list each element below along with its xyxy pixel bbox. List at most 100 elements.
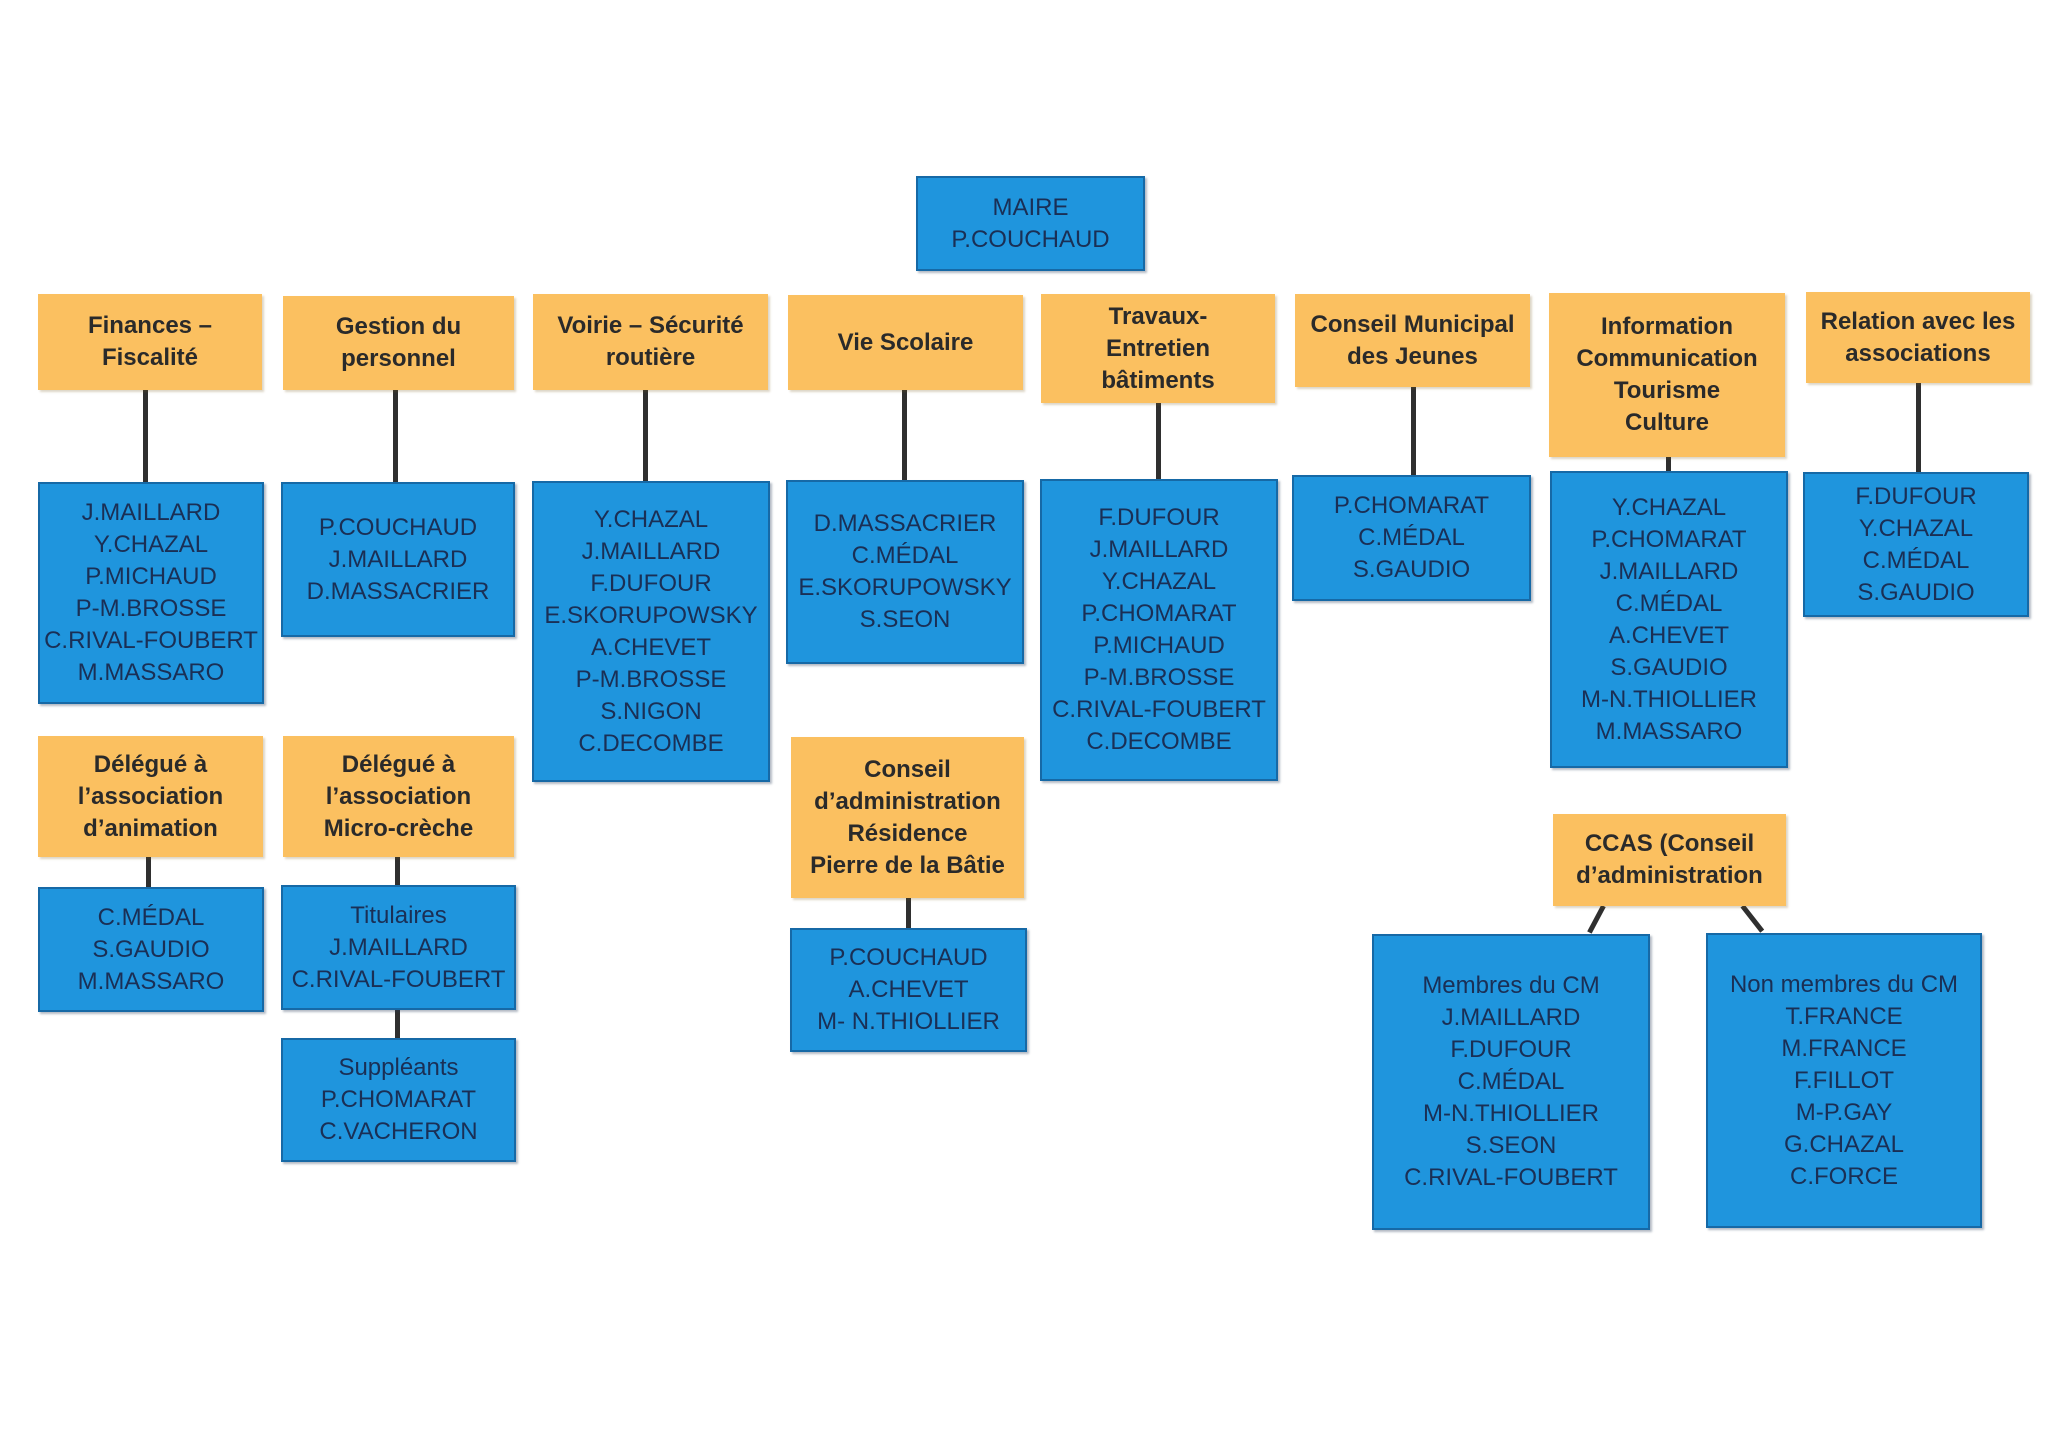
member-name: F.DUFOUR <box>1450 1036 1572 1063</box>
member-name: E.SKORUPOWSKY <box>544 601 758 629</box>
animation-members-box: C.MÉDAL S.GAUDIO M.MASSARO <box>38 887 264 1012</box>
connector-creche-suppleants <box>395 1010 400 1038</box>
travaux-title-line: Travaux- <box>1108 302 1208 330</box>
residence-title-line: Conseil <box>864 755 951 783</box>
connector-residence <box>906 898 911 928</box>
member-name: S.SEON <box>859 606 951 633</box>
member-name: C.FORCE <box>1790 1162 1898 1190</box>
member-name: P.CHOMARAT <box>1591 525 1747 553</box>
member-name: C.DECOMBE <box>578 729 724 757</box>
jeunes-title-line: Conseil Municipal <box>1310 310 1515 338</box>
member-name: S.SEON <box>1465 1132 1557 1159</box>
creche-title-line: l’association <box>325 782 472 810</box>
scolaire-title-box: Vie Scolaire <box>788 295 1023 390</box>
member-name: A.CHEVET <box>1608 621 1730 649</box>
connector-finances <box>143 390 148 482</box>
member-name: F.DUFOUR <box>1098 504 1220 531</box>
finances-title-line: Finances – <box>87 312 213 339</box>
associations-title-line: associations <box>1845 339 1991 367</box>
animation-title-line: l’association <box>77 782 224 810</box>
member-name: S.GAUDIO <box>1610 653 1728 681</box>
member-name: S.GAUDIO <box>1857 578 1975 606</box>
member-name: J.MAILLARD <box>1441 1004 1581 1031</box>
member-name: Y.CHAZAL <box>1101 568 1217 595</box>
voirie-members-box: Y.CHAZAL J.MAILLARD F.DUFOUR E.SKORUPOWS… <box>532 481 770 782</box>
member-name: A.CHEVET <box>848 976 969 1003</box>
maire-title: MAIRE <box>992 193 1069 221</box>
member-name: M-N.THIOLLIER <box>1580 685 1757 713</box>
personnel-title-line: personnel <box>341 345 456 372</box>
member-name: P.CHOMARAT <box>320 1086 477 1113</box>
member-name: M-N.THIOLLIER <box>1422 1100 1599 1127</box>
voirie-title-line: routière <box>605 344 696 371</box>
member-name: P-M.BROSSE <box>1083 664 1235 691</box>
member-name: P.CHOMARAT <box>1081 600 1237 627</box>
connector-animation <box>146 857 151 887</box>
member-name: D.MASSACRIER <box>813 510 997 537</box>
member-name: C.RIVAL-FOUBERT <box>44 627 258 654</box>
member-name: J.MAILLARD <box>1599 557 1739 585</box>
creche-title-line: Délégué à <box>341 750 456 778</box>
information-title-line: Communication <box>1576 345 1758 372</box>
jeunes-title-box: Conseil Municipal des Jeunes <box>1295 294 1530 387</box>
member-name: P-M.BROSSE <box>575 665 727 693</box>
ccas-non-membres-cm-box: Non membres du CM T.FRANCE M.FRANCE F.FI… <box>1706 933 1982 1228</box>
travaux-title-line: bâtiments <box>1101 366 1215 394</box>
information-title-line: Culture <box>1625 409 1709 436</box>
member-name: P.COUCHAUD <box>318 513 478 541</box>
ccas-title-line: d’administration <box>1576 862 1763 889</box>
connector-information <box>1666 457 1671 471</box>
connector-scolaire <box>902 390 907 480</box>
maire-name: P.COUCHAUD <box>951 225 1110 253</box>
information-title-line: Information <box>1601 313 1733 340</box>
member-name: D.MASSACRIER <box>306 577 490 605</box>
member-name: M.MASSARO <box>77 659 225 686</box>
scolaire-members-box: D.MASSACRIER C.MÉDAL E.SKORUPOWSKY S.SEO… <box>786 480 1024 664</box>
travaux-title-box: Travaux- Entretien bâtiments <box>1041 294 1275 403</box>
member-name: F.DUFOUR <box>1855 482 1977 510</box>
member-name: S.GAUDIO <box>1352 556 1471 583</box>
member-name: C.MÉDAL <box>1862 546 1970 574</box>
residence-members-box: P.COUCHAUD A.CHEVET M- N.THIOLLIER <box>790 928 1027 1052</box>
information-members-box: Y.CHAZAL P.CHOMARAT J.MAILLARD C.MÉDAL A… <box>1550 471 1788 768</box>
associations-title-line: Relation avec les <box>1820 307 2016 335</box>
member-name: C.MÉDAL <box>97 903 205 931</box>
creche-title-line: Micro-crèche <box>323 814 474 842</box>
member-name: J.MAILLARD <box>581 537 721 565</box>
ccas-title-box: CCAS (Conseil d’administration <box>1553 814 1786 906</box>
member-name: P.MICHAUD <box>1093 632 1225 659</box>
associations-members-box: F.DUFOUR Y.CHAZAL C.MÉDAL S.GAUDIO <box>1803 472 2029 617</box>
connector-jeunes <box>1411 387 1416 475</box>
member-name: Y.CHAZAL <box>1858 514 1974 542</box>
travaux-members-box: F.DUFOUR J.MAILLARD Y.CHAZAL P.CHOMARAT … <box>1040 479 1278 781</box>
member-name: P.MICHAUD <box>85 563 217 590</box>
member-name: M.MASSARO <box>77 967 225 995</box>
member-name: C.RIVAL-FOUBERT <box>1404 1164 1618 1191</box>
member-name: G.CHAZAL <box>1783 1130 1905 1158</box>
member-name: T.FRANCE <box>1785 1002 1903 1030</box>
member-name: M- N.THIOLLIER <box>817 1008 1000 1035</box>
member-name: E.SKORUPOWSKY <box>798 574 1012 601</box>
member-name: Y.CHAZAL <box>93 531 209 558</box>
travaux-title-line: Entretien <box>1105 334 1210 362</box>
information-title-line: Tourisme <box>1613 377 1721 404</box>
residence-title-line: Pierre de la Bâtie <box>810 851 1005 879</box>
residence-title-line: d’administration <box>814 787 1001 815</box>
member-name: C.MÉDAL <box>1457 1068 1565 1095</box>
member-name: P.CHOMARAT <box>1333 492 1490 519</box>
scolaire-title-line: Vie Scolaire <box>837 328 974 356</box>
jeunes-members-box: P.CHOMARAT C.MÉDAL S.GAUDIO <box>1292 475 1531 601</box>
associations-title-box: Relation avec les associations <box>1806 292 2030 383</box>
member-name: C.DECOMBE <box>1086 728 1232 755</box>
ccas-non-membres-heading: Non membres du CM <box>1729 970 1959 998</box>
member-name: S.NIGON <box>600 697 702 725</box>
member-name: J.MAILLARD <box>329 933 468 961</box>
connector-creche <box>395 857 400 885</box>
member-name: Y.CHAZAL <box>1611 493 1727 521</box>
creche-title-box: Délégué à l’association Micro-crèche <box>283 736 514 857</box>
member-name: Y.CHAZAL <box>593 505 709 533</box>
member-name: S.GAUDIO <box>92 935 210 963</box>
member-name: C.MÉDAL <box>1358 524 1465 551</box>
voirie-title-line: Voirie – Sécurité <box>557 312 744 339</box>
animation-title-box: Délégué à l’association d’animation <box>38 736 263 857</box>
